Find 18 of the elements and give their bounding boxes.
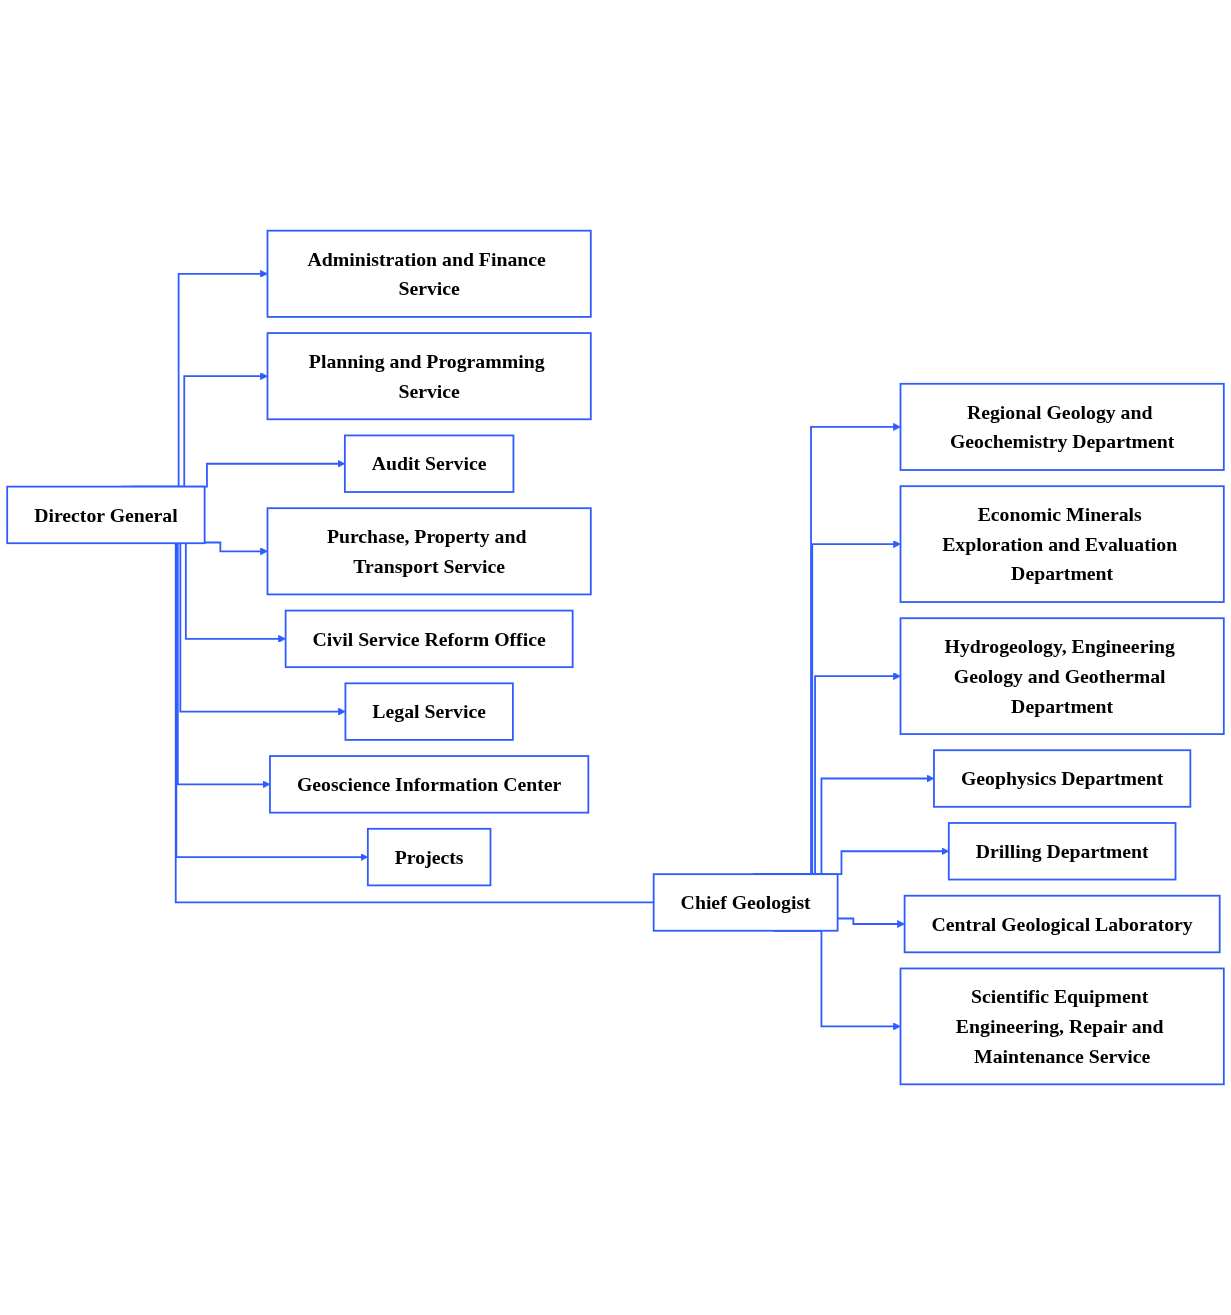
node-box: Scientific Equipment Engineering, Repair and Maintenance Service bbox=[899, 967, 1225, 1086]
node-box: Central Geological Laboratory bbox=[903, 894, 1221, 954]
node-box: Administration and Finance Service bbox=[266, 229, 592, 318]
node-box: Legal Service bbox=[344, 682, 514, 741]
arrow bbox=[203, 541, 268, 556]
node-box: Planning and Programming Service bbox=[266, 332, 592, 421]
node-box: Civil Service Reform Office bbox=[284, 609, 574, 669]
node-box: Audit Service bbox=[343, 434, 515, 493]
node-box: Geophysics Department bbox=[933, 749, 1192, 808]
node-box: Economic Minerals Exploration and Evaluation Department bbox=[899, 485, 1225, 603]
node-box: Regional Geology and Geochemistry Department bbox=[899, 382, 1225, 471]
node-box: Purchase, Property and Transport Service bbox=[266, 507, 592, 596]
node-box: Geoscience Information Center bbox=[269, 755, 590, 814]
node-box: Drilling Department bbox=[947, 822, 1177, 881]
node-box: Director General bbox=[6, 485, 206, 545]
node-box: Projects bbox=[366, 827, 492, 887]
node-box: Hydrogeology, Engineering Geology and Geothermal Department bbox=[899, 617, 1225, 735]
node-box: Chief Geologist bbox=[652, 873, 839, 932]
